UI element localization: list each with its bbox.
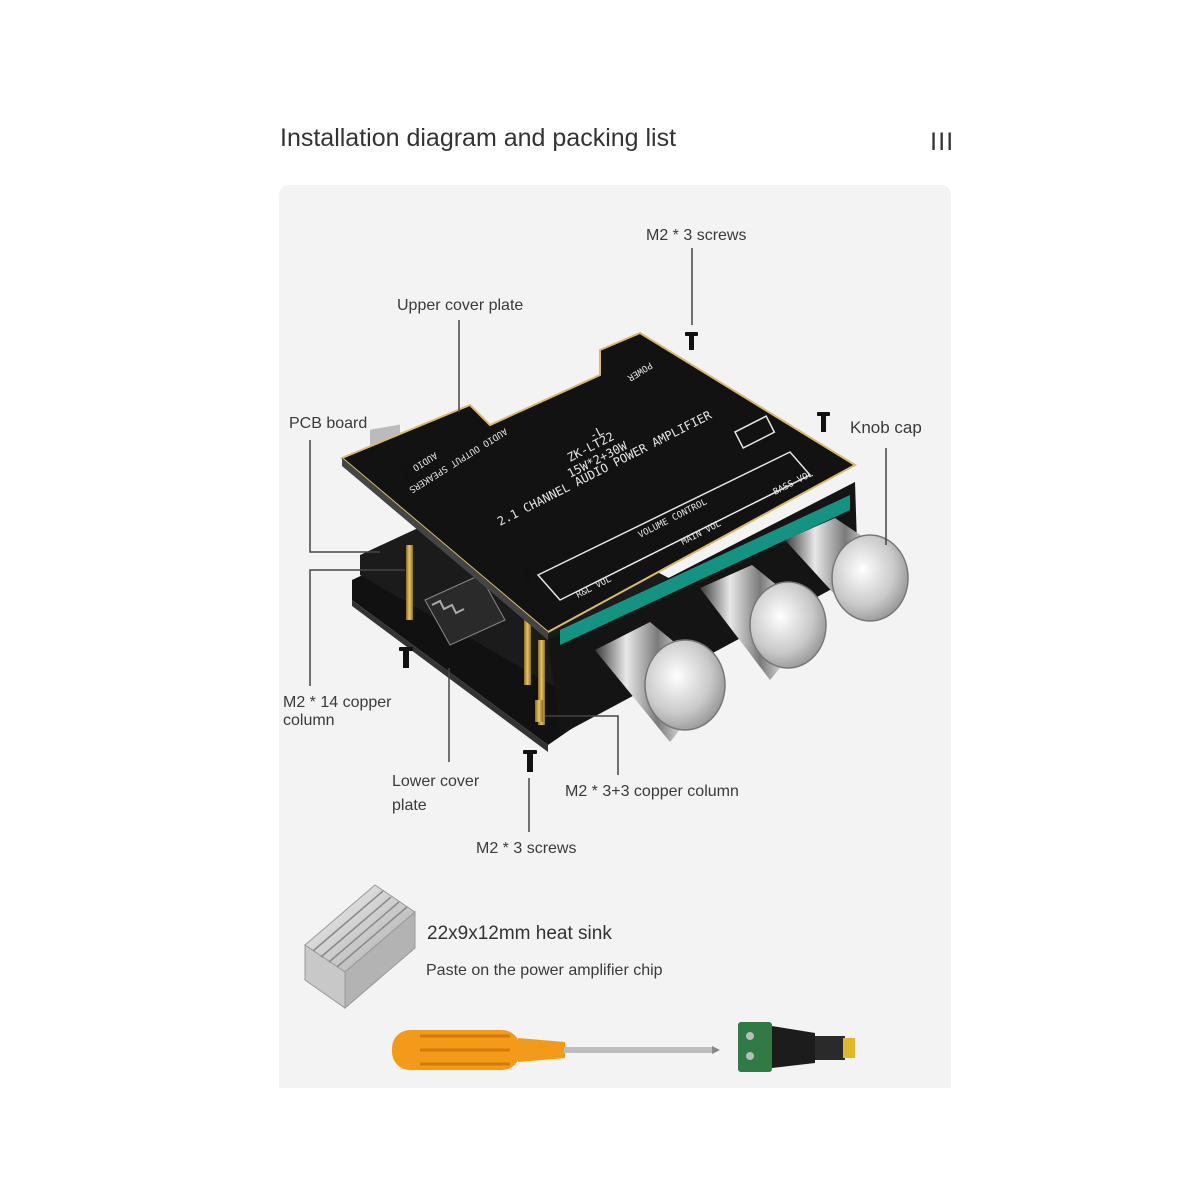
menu-icon[interactable]: III [930,128,955,156]
label-copper-column-14-line2: column [283,712,335,729]
knob-rl-vol[interactable] [595,622,726,742]
dc-connector-image [738,1022,855,1072]
screw-upper-front [522,567,533,587]
screw-lower-left [399,647,413,668]
label-screws-top: M2 * 3 screws [646,227,747,244]
label-copper-column-3-3: M2 * 3+3 copper column [565,783,739,800]
label-lower-cover: Lower cover plate [392,770,479,817]
label-lower-cover-line1: Lower cover [392,773,480,790]
heat-sink-title: 22x9x12mm heat sink [427,923,612,944]
bluetooth-antenna-icon [431,599,465,615]
control-outlines [536,415,812,601]
led-strip [560,495,850,645]
knob-bass-vol[interactable] [785,518,909,622]
knob-main-vol[interactable] [700,565,827,680]
screw-right [817,412,830,432]
page-title: Installation diagram and packing list [280,124,677,152]
label-lower-cover-line2: plate [392,797,427,814]
model-line1: -L [587,424,606,443]
leader-lines [309,248,887,832]
screw-upper-left [401,465,412,485]
label-copper-column-14-line1: M2 * 14 copper [283,694,392,711]
screw-bottom [523,750,537,772]
label-knob-cap: Knob cap [850,418,922,437]
heat-sink-note: Paste on the power amplifier chip [426,962,663,979]
upper-cover-plate [340,331,857,640]
screw-top [685,332,698,350]
label-screws-bottom: M2 * 3 screws [476,840,577,857]
screws [399,332,830,772]
label-pcb-board: PCB board [289,415,368,432]
copper-columns [406,545,545,725]
screwdriver-image [392,1030,720,1070]
label-copper-column-14: M2 * 14 copper column [283,691,392,732]
label-upper-cover: Upper cover plate [397,297,524,314]
heat-sink-image [304,884,416,1010]
